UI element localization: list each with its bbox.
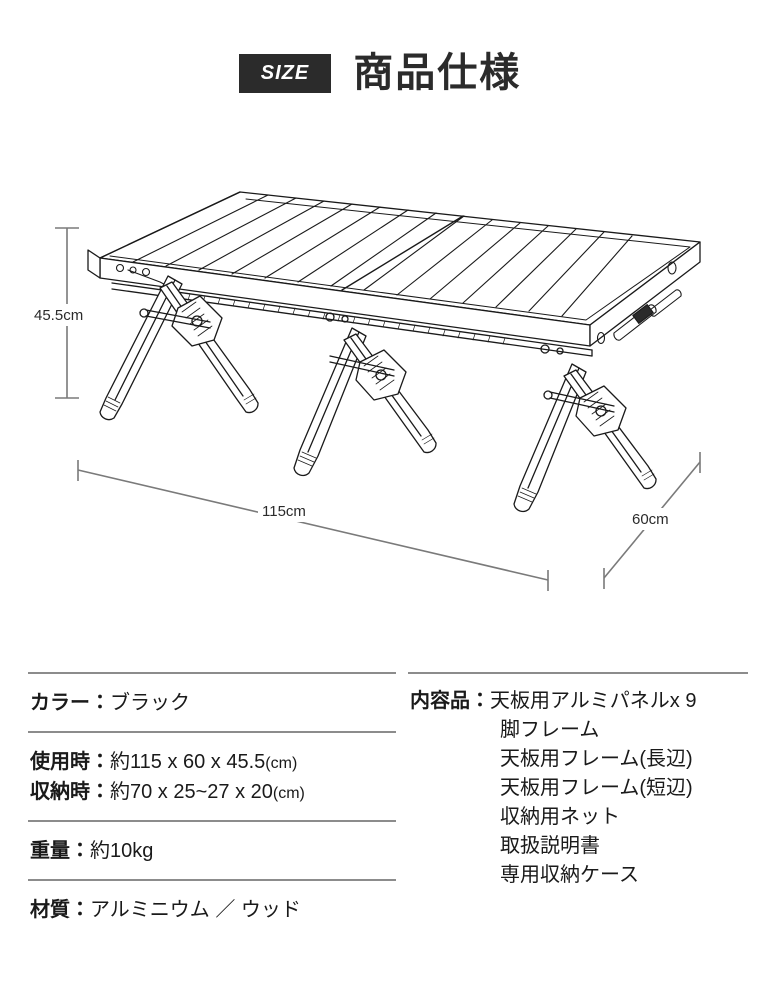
spec-column-left: カラー：ブラック 使用時：約115 x 60 x 45.5(cm) 収納時：約7… (28, 672, 396, 962)
spec-row-dimensions: 使用時：約115 x 60 x 45.5(cm) 収納時：約70 x 25~27… (28, 733, 396, 820)
spec-separator: ： (90, 692, 110, 714)
spec-row-material: 材質：アルミニウム ／ ウッド (28, 881, 396, 938)
dimension-width-label: 115cm (262, 503, 306, 520)
contents-item: 天板用フレーム(長辺) (500, 748, 693, 770)
spec-label: 重量 (30, 840, 70, 862)
spec-value: 約115 x 60 x 45.5 (110, 751, 266, 773)
specification-table: カラー：ブラック 使用時：約115 x 60 x 45.5(cm) 収納時：約7… (0, 672, 760, 962)
dimension-depth-label: 60cm (632, 511, 669, 528)
spec-divider (28, 672, 396, 674)
spec-line: 重量：約10kg (30, 836, 396, 866)
contents-item: 脚フレーム (500, 719, 600, 741)
spec-row-color: カラー：ブラック (28, 674, 396, 731)
spec-separator: ： (470, 690, 490, 712)
dimension-width (77, 460, 549, 591)
contents-list: 脚フレーム 天板用フレーム(長辺) 天板用フレーム(短辺) 収納用ネット 取扱説… (410, 716, 748, 890)
spec-label: 収納時 (30, 781, 90, 803)
spec-column-right: 内容品：天板用アルミパネルx 9 脚フレーム 天板用フレーム(長辺) 天板用フレ… (408, 672, 748, 962)
contents-item: 取扱説明書 (500, 835, 600, 857)
spec-line: 使用時：約115 x 60 x 45.5(cm) (30, 747, 396, 777)
tabletop-slats (132, 194, 633, 317)
tabletop-inner-frame (109, 198, 691, 321)
contents-item: 収納用ネット (500, 806, 620, 828)
spec-value: 約70 x 25~27 x 20 (110, 781, 273, 803)
contents-item: 天板用アルミパネルx 9 (490, 690, 697, 712)
spec-separator: ： (70, 840, 90, 862)
spec-divider (28, 879, 396, 881)
spec-value: アルミニウム ／ ウッド (90, 899, 301, 921)
spec-divider (408, 672, 748, 674)
leg-assembly-right (513, 363, 657, 513)
dimension-height-label: 45.5cm (34, 307, 83, 324)
leg-assembly-center (293, 327, 437, 477)
spec-separator: ： (90, 781, 110, 803)
tabletop-left-endcap (87, 191, 241, 279)
tabletop-center-seam (341, 215, 464, 291)
spec-divider (28, 820, 396, 822)
tabletop-surface (99, 191, 701, 347)
spec-label: 材質 (30, 899, 70, 921)
spec-line: 材質：アルミニウム ／ ウッド (30, 895, 396, 925)
spec-line: 収納時：約70 x 25~27 x 20(cm) (30, 777, 396, 807)
product-dimension-diagram: 45.5cm 115cm 60cm (0, 150, 760, 620)
page-title: 商品仕様 (353, 51, 522, 95)
spec-unit: (cm) (265, 755, 298, 772)
spec-label: 内容品 (410, 690, 470, 712)
spec-row-weight: 重量：約10kg (28, 822, 396, 879)
spec-value: 約10kg (90, 840, 154, 862)
spec-separator: ： (90, 751, 110, 773)
spec-divider (28, 731, 396, 733)
contents-first-line: 内容品：天板用アルミパネルx 9 (410, 687, 748, 716)
contents-item: 専用収納ケース (500, 864, 639, 886)
spec-unit: (cm) (272, 785, 305, 802)
size-badge: SIZE (238, 53, 332, 93)
spec-label: 使用時 (30, 751, 90, 773)
spec-label: カラー (30, 692, 90, 714)
dimension-labels: 45.5cm 115cm 60cm (30, 304, 684, 530)
contents-item: 天板用フレーム(短辺) (500, 777, 693, 799)
spec-row-contents: 内容品：天板用アルミパネルx 9 脚フレーム 天板用フレーム(長辺) 天板用フレ… (408, 674, 748, 890)
spec-separator: ： (70, 899, 90, 921)
tabletop-right-endcap-details (596, 261, 682, 345)
page-header: SIZE 商品仕様 (0, 44, 760, 102)
spec-value: ブラック (110, 692, 190, 714)
leg-assembly-left (99, 275, 259, 421)
spec-line: カラー：ブラック (30, 688, 396, 718)
